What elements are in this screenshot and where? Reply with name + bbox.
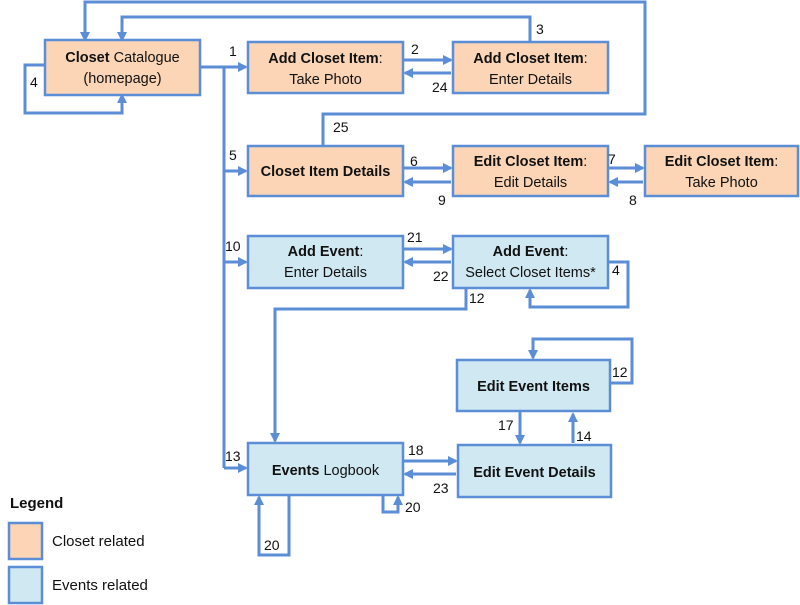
edge-label-21: 21 <box>407 229 423 245</box>
edge-label-8: 8 <box>629 192 637 208</box>
node-edit-closet-take-photo-bold: Edit Closet Item <box>665 154 775 170</box>
edge-label-1: 1 <box>229 43 237 59</box>
node-closet-catalogue-bold: Closet <box>65 50 109 66</box>
edge-label-18: 18 <box>408 442 424 458</box>
svg-text:Edit Closet Item:: Edit Closet Item: <box>665 154 779 170</box>
node-add-closet-take-photo[interactable]: Add Closet Item: Take Photo <box>246 40 405 95</box>
node-edit-closet-take-photo-line2: Take Photo <box>685 175 758 191</box>
edge-label-24: 24 <box>432 79 448 95</box>
node-add-event-select-items[interactable]: Add Event: Select Closet Items* <box>451 234 610 290</box>
node-add-event-select-items-line2: Select Closet Items* <box>465 265 596 281</box>
legend: Legend Closet related Events related <box>7 495 148 605</box>
svg-text:Closet Catalogue: Closet Catalogue <box>65 50 179 66</box>
edge-label-23: 23 <box>433 480 449 496</box>
node-edit-closet-edit-details-line2: Edit Details <box>494 175 567 191</box>
edge-label-4b: 4 <box>612 262 620 278</box>
nodes: Closet Catalogue (homepage) Add Closet I… <box>43 38 800 499</box>
node-edit-closet-edit-details[interactable]: Edit Closet Item: Edit Details <box>451 144 610 198</box>
node-add-event-enter-details-line2: Enter Details <box>284 265 367 281</box>
node-add-closet-take-photo-line2: Take Photo <box>289 72 362 88</box>
edge-label-12a: 12 <box>469 290 485 306</box>
node-edit-event-items[interactable]: Edit Event Items <box>455 358 612 413</box>
edge-label-6: 6 <box>410 153 418 169</box>
edge-20-right-loop <box>381 495 403 514</box>
edge-20-bottom-loop <box>254 495 291 557</box>
node-add-closet-enter-details[interactable]: Add Closet Item: Enter Details <box>451 40 610 95</box>
edge-label-10: 10 <box>225 238 241 254</box>
svg-text:Edit Event Items: Edit Event Items <box>477 379 590 395</box>
svg-text:Add Event:: Add Event: <box>493 244 569 260</box>
svg-text:Add Closet Item:: Add Closet Item: <box>473 51 587 67</box>
svg-text:Add Event:: Add Event: <box>288 244 364 260</box>
svg-text:Edit Closet Item:: Edit Closet Item: <box>474 154 588 170</box>
node-add-event-enter-details-rest: : <box>359 244 363 260</box>
edge-12-items-loop <box>528 337 634 385</box>
edge-label-22: 22 <box>433 268 449 284</box>
edge-label-7: 7 <box>608 151 616 167</box>
legend-title: Legend <box>10 495 63 512</box>
node-edit-event-details[interactable]: Edit Event Details <box>456 443 613 499</box>
edge-labels: 1 2 3 4 24 25 5 6 7 8 9 10 21 22 4 12 12… <box>30 21 637 553</box>
node-closet-catalogue-rest: Catalogue <box>110 50 180 66</box>
node-add-closet-take-photo-rest: : <box>379 51 383 67</box>
edge-trunk <box>200 65 226 468</box>
node-add-closet-enter-details-bold: Add Closet Item <box>473 51 583 67</box>
node-add-event-select-items-bold: Add Event <box>493 244 565 260</box>
edge-3 <box>117 15 532 42</box>
svg-text:Events Logbook: Events Logbook <box>272 463 380 479</box>
edge-label-5: 5 <box>229 147 237 163</box>
edge-label-14: 14 <box>576 428 592 444</box>
edge-25 <box>80 0 647 145</box>
edge-12-to-logbook <box>270 289 468 443</box>
edge-label-25: 25 <box>333 119 349 135</box>
svg-text:Closet Item Details: Closet Item Details <box>261 164 391 180</box>
edges <box>23 0 647 557</box>
node-edit-event-details-bold: Edit Event Details <box>473 465 595 481</box>
node-closet-catalogue[interactable]: Closet Catalogue (homepage) <box>43 38 202 97</box>
edge-label-2: 2 <box>411 41 419 57</box>
node-closet-catalogue-line2: (homepage) <box>83 71 161 87</box>
node-events-logbook-bold: Events <box>272 463 320 479</box>
node-edit-event-items-bold: Edit Event Items <box>477 379 590 395</box>
node-events-logbook-rest: Logbook <box>319 463 379 479</box>
node-edit-closet-take-photo-rest: : <box>774 154 778 170</box>
edge-4-event-loop <box>525 260 630 309</box>
node-add-closet-enter-details-line2: Enter Details <box>489 72 572 88</box>
legend-swatch-closet <box>7 521 44 561</box>
edge-label-13: 13 <box>225 448 241 464</box>
node-closet-item-details-bold: Closet Item Details <box>261 164 391 180</box>
edge-label-12b: 12 <box>612 364 628 380</box>
node-closet-item-details[interactable]: Closet Item Details <box>246 144 405 198</box>
svg-text:Edit Event Details: Edit Event Details <box>473 465 595 481</box>
edge-label-17: 17 <box>498 417 514 433</box>
edge-label-20a: 20 <box>264 537 280 553</box>
node-events-logbook[interactable]: Events Logbook <box>246 441 405 497</box>
node-add-closet-enter-details-rest: : <box>584 51 588 67</box>
node-edit-closet-edit-details-rest: : <box>583 154 587 170</box>
legend-swatch-events <box>7 565 44 605</box>
node-add-event-enter-details-bold: Add Event <box>288 244 360 260</box>
edge-4-loop <box>23 63 127 115</box>
node-edit-closet-take-photo[interactable]: Edit Closet Item: Take Photo <box>643 144 800 198</box>
edge-label-4a: 4 <box>30 74 38 90</box>
edge-label-9: 9 <box>438 192 446 208</box>
edge-label-20b: 20 <box>405 499 421 515</box>
svg-text:Add Closet Item:: Add Closet Item: <box>268 51 382 67</box>
node-add-event-select-items-rest: : <box>564 244 568 260</box>
edge-label-3: 3 <box>536 21 544 37</box>
legend-label-events: Events related <box>52 577 148 594</box>
node-add-event-enter-details[interactable]: Add Event: Enter Details <box>246 234 405 290</box>
legend-label-closet: Closet related <box>52 533 145 550</box>
node-edit-closet-edit-details-bold: Edit Closet Item <box>474 154 584 170</box>
node-add-closet-take-photo-bold: Add Closet Item <box>268 51 378 67</box>
